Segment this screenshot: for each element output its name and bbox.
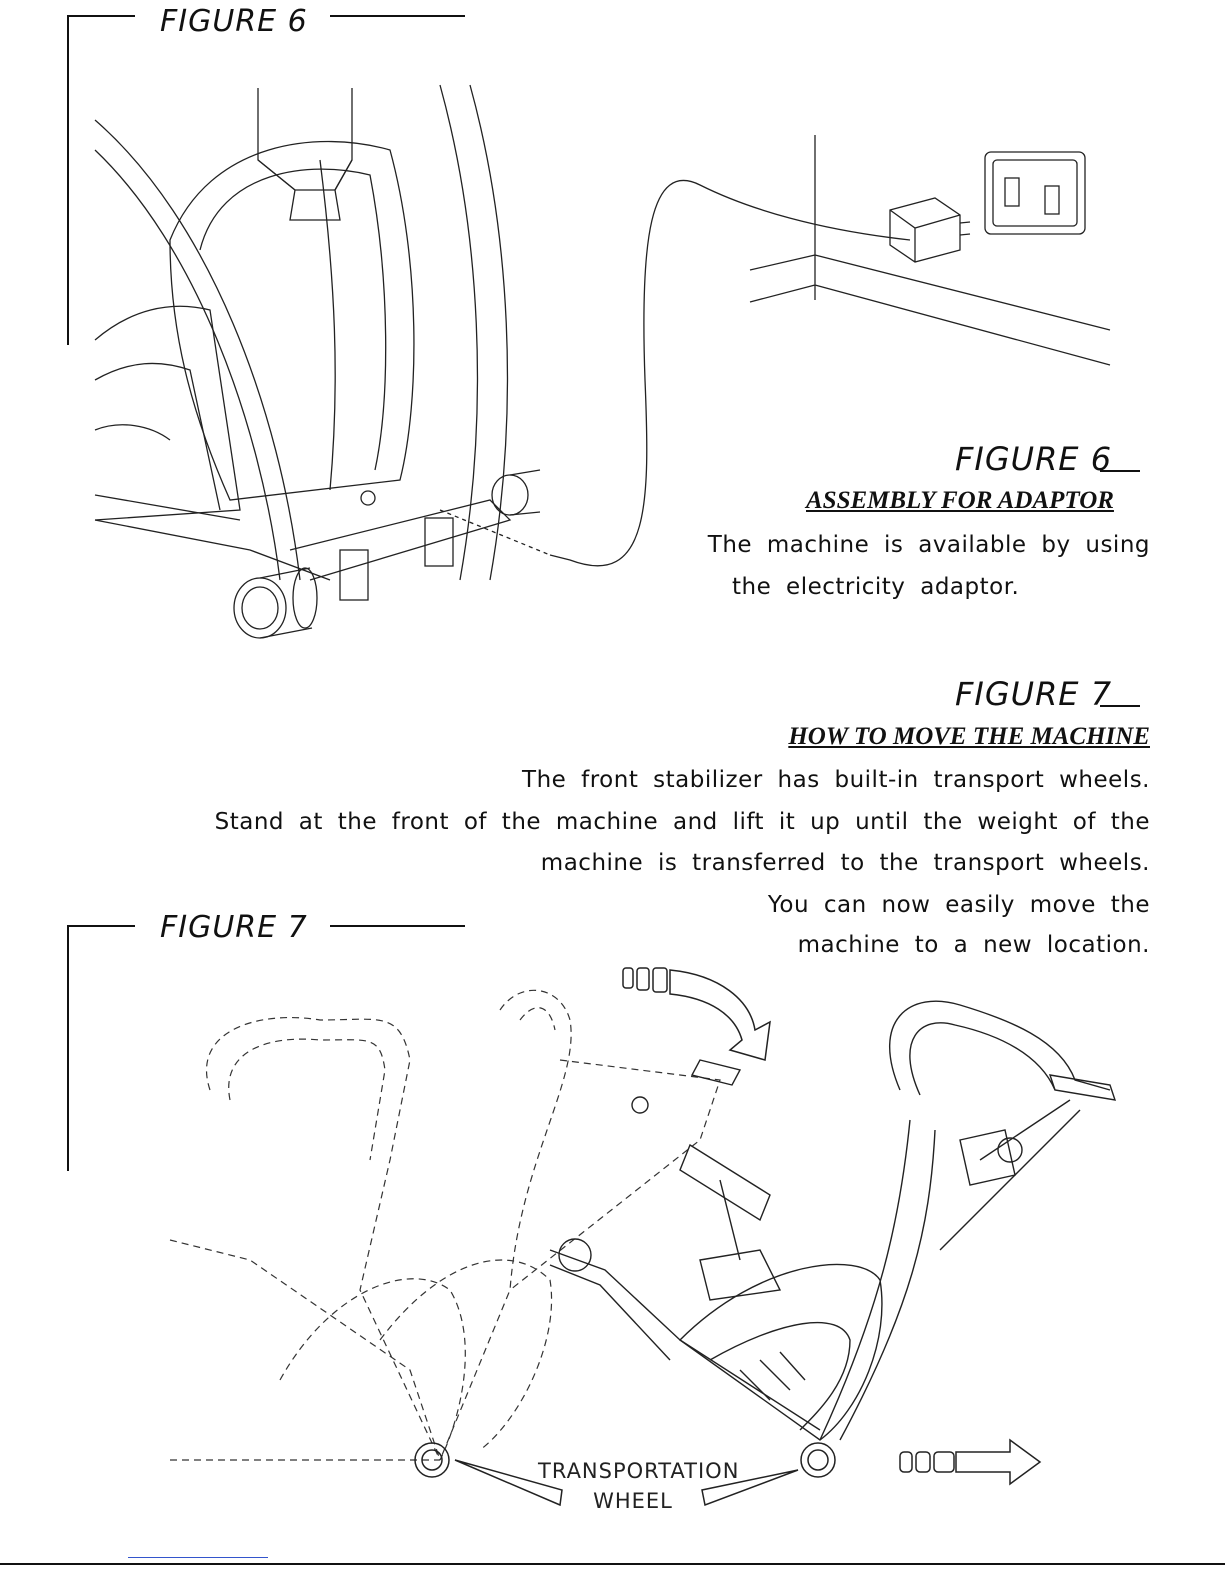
transportation-wheel-label-line-2: WHEEL (593, 1489, 673, 1513)
figure6-caption-rule (1100, 470, 1140, 472)
figure7-caption-rule (1100, 705, 1140, 707)
page-bottom-rule (0, 1563, 1225, 1565)
figure7-line-5: machine to a new location. (797, 932, 1150, 958)
figure7-illustration (169, 967, 1117, 1507)
figure6-frame-label: FIGURE 6 (160, 4, 308, 39)
figure7-line-4: You can now easily move the (767, 892, 1150, 918)
figure7-line-1: The front stabilizer has built-in transp… (522, 767, 1150, 793)
figure7-caption-label: FIGURE 7 (955, 675, 1113, 713)
page-bottom-accent (128, 1557, 268, 1558)
figure7-frame-label: FIGURE 7 (160, 910, 308, 945)
figure6-line-1: The machine is available by using (707, 532, 1150, 558)
figure6-frame (67, 15, 465, 345)
figure6-caption-label: FIGURE 6 (955, 440, 1113, 478)
figure6-line-2: the electricity adaptor. (732, 574, 1020, 600)
figure7-line-2: Stand at the front of the machine and li… (214, 809, 1150, 835)
transportation-wheel-label-line-1: TRANSPORTATION (538, 1459, 740, 1483)
figure6-illustration (94, 84, 1111, 639)
figure7-frame (67, 925, 465, 1171)
figure6-heading: ASSEMBLY FOR ADAPTOR (806, 487, 1114, 514)
figure7-heading: HOW TO MOVE THE MACHINE (788, 723, 1150, 750)
figure7-line-3: machine is transferred to the transport … (540, 850, 1150, 876)
